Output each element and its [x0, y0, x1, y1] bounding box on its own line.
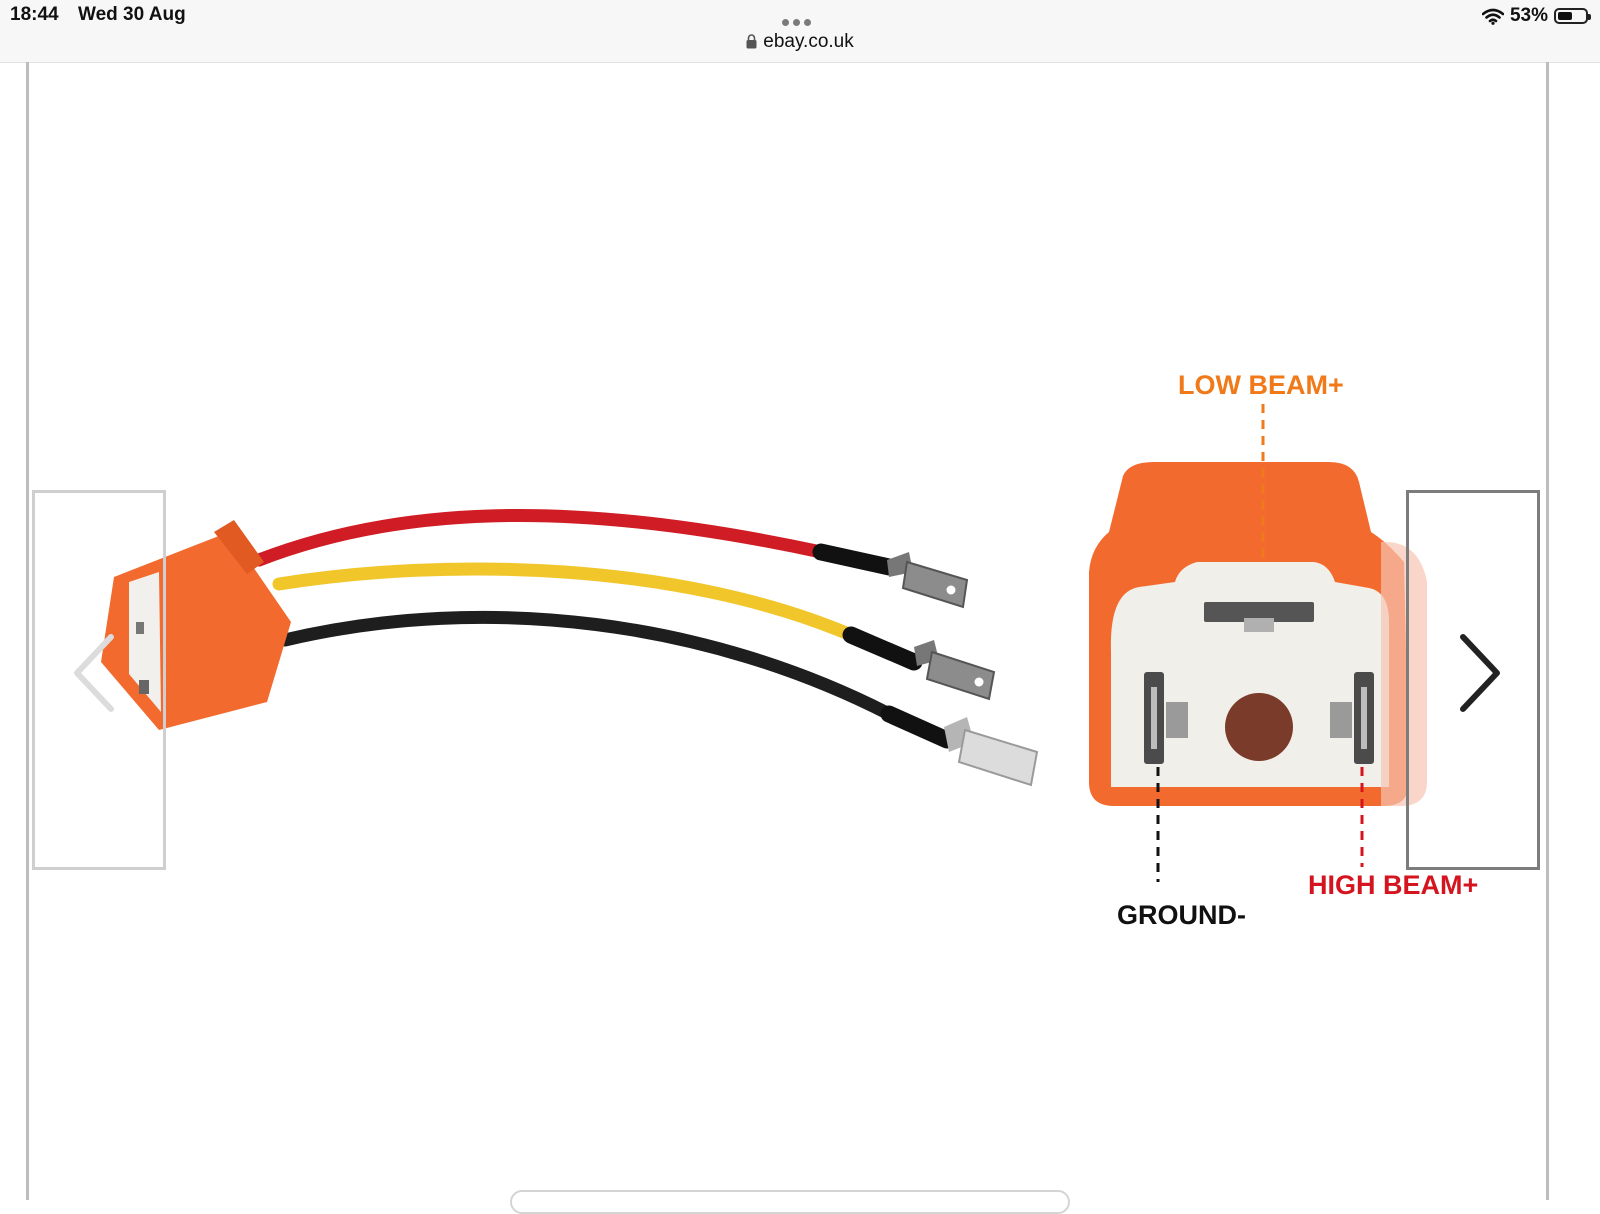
chevron-right-icon: [1460, 634, 1500, 712]
spade-terminal: [887, 552, 969, 609]
next-image-button[interactable]: [1406, 490, 1540, 870]
address-bar[interactable]: ebay.co.uk: [0, 31, 1600, 53]
wifi-icon: [1481, 8, 1504, 25]
red-wire: [252, 508, 828, 567]
status-bar: 18:44 Wed 30 Aug ebay.co.uk 53%: [0, 0, 1600, 63]
high-beam-label: HIGH BEAM+: [1308, 870, 1478, 900]
spade-terminal: [914, 640, 996, 701]
status-time: 18:44: [10, 4, 59, 25]
battery-icon: [1554, 8, 1591, 24]
black-wire: [278, 610, 896, 721]
battery-percent: 53%: [1509, 5, 1548, 26]
image-pager-handle[interactable]: [510, 1190, 1070, 1214]
right-connector: [1089, 462, 1409, 806]
chevron-left-icon: [74, 634, 114, 712]
product-image: LOW BEAM+ GROUND- HIGH BEAM+: [101, 370, 1478, 930]
more-dots-icon[interactable]: [782, 13, 818, 26]
url-text: ebay.co.uk: [763, 31, 854, 52]
image-viewer-right-edge: [1546, 62, 1549, 1200]
yellow-wire: [272, 562, 858, 642]
ground-label: GROUND-: [1117, 900, 1246, 930]
image-viewer-left-edge: [26, 62, 29, 1200]
previous-image-button[interactable]: [32, 490, 166, 870]
status-indicators: 53%: [1481, 4, 1591, 28]
lock-icon: [746, 34, 757, 49]
left-connector: [101, 520, 291, 730]
spade-terminal: [944, 717, 1039, 787]
status-date: Wed 30 Aug: [78, 4, 186, 25]
low-beam-label: LOW BEAM+: [1178, 370, 1344, 400]
battery-level: [1558, 12, 1572, 20]
